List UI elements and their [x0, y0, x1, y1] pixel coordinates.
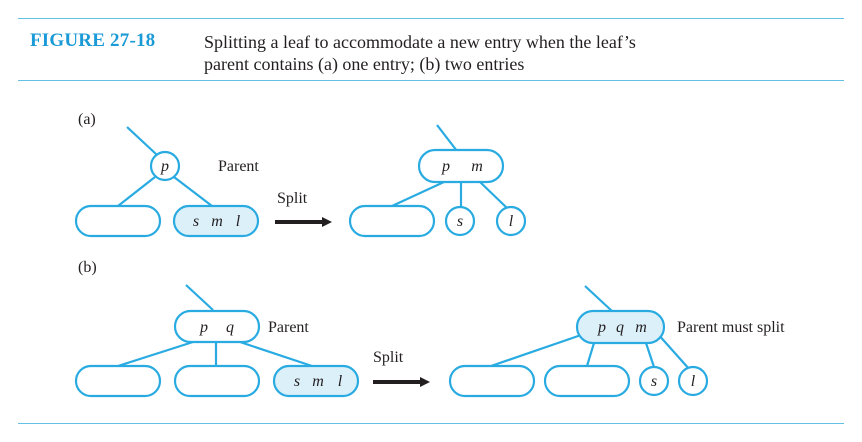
b-before-parent-node [173, 309, 261, 344]
a-after-root-edge [436, 124, 458, 152]
b-after-parent-key-p: p [597, 319, 606, 336]
b-after-leaf-l [677, 365, 709, 397]
b-after-parent-key-q: q [616, 319, 624, 336]
b-before-leaf-key-s: s [294, 373, 300, 390]
a-before-root-edge [126, 126, 157, 155]
a-after-leaf-s-key: s [457, 213, 463, 230]
b-split-label: Split [373, 349, 404, 366]
b-after-edge-2 [585, 342, 596, 367]
b-before-full-leaf [272, 364, 360, 398]
b-after-edge-1 [490, 332, 585, 368]
a-after-left-leaf [348, 204, 436, 238]
caption-line-1: Splitting a leaf to accommodate a new en… [204, 32, 636, 52]
figure-label: FIGURE 27-18 [30, 30, 156, 51]
b-before-parent-key-q: q [226, 319, 234, 336]
a-after-right-edge [479, 181, 508, 209]
a-after-left-edge [391, 181, 445, 207]
a-after-parent-node [417, 148, 505, 184]
a-after-leaf-s [444, 205, 476, 237]
b-after-left-leaf [448, 364, 536, 398]
a-before-parent-key: p [160, 158, 169, 175]
b-after-edge-4 [656, 332, 691, 371]
b-after-parent-node [575, 309, 666, 345]
b-before-leaf-key-m: m [312, 373, 324, 390]
b-after-edge-3 [643, 339, 657, 371]
b-parent-label: Parent [268, 319, 309, 336]
part-a-tag: (a) [78, 111, 96, 128]
a-before-parent-node [149, 150, 181, 182]
b-after-leaf-s-key: s [651, 373, 657, 390]
b-before-left-leaf [74, 364, 162, 398]
a-before-leaf-key-s: s [193, 213, 199, 230]
a-before-leaf-key-l: l [236, 213, 241, 230]
a-after-leaf-l-key: l [509, 213, 514, 230]
caption-line-2: parent contains (a) one entry; (b) two e… [204, 54, 525, 74]
b-before-right-edge [239, 340, 313, 368]
b-before-mid-leaf [173, 364, 261, 398]
a-before-full-leaf [172, 204, 260, 238]
top-rule [18, 18, 844, 19]
a-after-parent-key-m: m [471, 158, 483, 175]
figure-caption-text: Splitting a leaf to accommodate a new en… [204, 31, 804, 75]
b-before-leaf-key-l: l [338, 373, 343, 390]
a-before-right-edge [173, 176, 213, 207]
b-after-leaf-s [638, 365, 670, 397]
b-before-parent-key-p: p [199, 319, 208, 336]
a-parent-label: Parent [218, 158, 259, 175]
a-before-left-leaf [74, 204, 162, 238]
b-after-parent-key-m: m [635, 319, 647, 336]
a-after-leaf-l [495, 205, 527, 237]
b-before-root-edge [185, 284, 214, 311]
part-b-tag: (b) [78, 259, 97, 276]
a-before-left-edge [117, 176, 156, 207]
a-split-label: Split [277, 190, 308, 207]
bottom-rule [18, 423, 844, 424]
caption-rule [18, 80, 844, 81]
b-after-leaf-l-key: l [691, 373, 696, 390]
b-must-split-label: Parent must split [677, 319, 785, 336]
a-after-parent-key-p: p [441, 158, 450, 175]
b-after-root-edge [584, 285, 614, 313]
a-before-leaf-key-m: m [211, 213, 223, 230]
b-before-left-edge [117, 340, 194, 368]
b-after-mid-leaf [543, 364, 631, 398]
